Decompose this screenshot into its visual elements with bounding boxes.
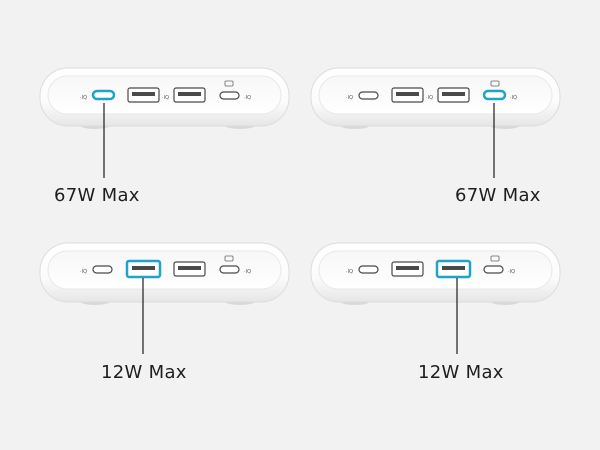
caption-usb-c1-power: 67W Max [54, 185, 140, 206]
caption-usb-c2-power: 67W Max [455, 185, 541, 206]
caption-usb-a2-power: 12W Max [418, 362, 504, 383]
usb-c-port-icon [358, 265, 379, 274]
power-bank-3: ·IQ ·IQ [39, 242, 290, 354]
iq-logo-icon: ·IQ [244, 269, 251, 275]
iq-logo-icon: ·IQ [346, 95, 353, 101]
usb-c-port-icon [358, 91, 379, 100]
iq-logo-icon: ·IQ [510, 95, 517, 101]
laptop-icon [490, 255, 500, 262]
iq-logo-icon: ·IQ [508, 269, 515, 275]
usb-c-port-icon [219, 265, 240, 274]
caption-usb-a1-power: 12W Max [101, 362, 187, 383]
usb-c-port-icon [483, 265, 504, 274]
laptop-icon [224, 80, 234, 87]
iq-logo-icon: ·IQ [162, 95, 169, 101]
iq-logo-icon: ·IQ [426, 95, 433, 101]
iq-logo-icon: ·IQ [346, 269, 353, 275]
iq-logo-icon: ·IQ [80, 95, 87, 101]
laptop-icon [490, 80, 500, 87]
iq-logo-icon: ·IQ [80, 269, 87, 275]
power-bank-4: ·IQ ·IQ [310, 242, 561, 354]
usb-c-port-icon [219, 91, 240, 100]
iq-logo-icon: ·IQ [244, 95, 251, 101]
usb-c-port-icon [92, 265, 113, 274]
usb-c-port-icon [482, 89, 507, 101]
power-bank-2: ·IQ ·IQ ·IQ [310, 67, 561, 178]
usb-c-port-icon [91, 89, 116, 101]
laptop-icon [224, 255, 234, 262]
power-bank-1: ·IQ ·IQ ·IQ [39, 67, 290, 178]
